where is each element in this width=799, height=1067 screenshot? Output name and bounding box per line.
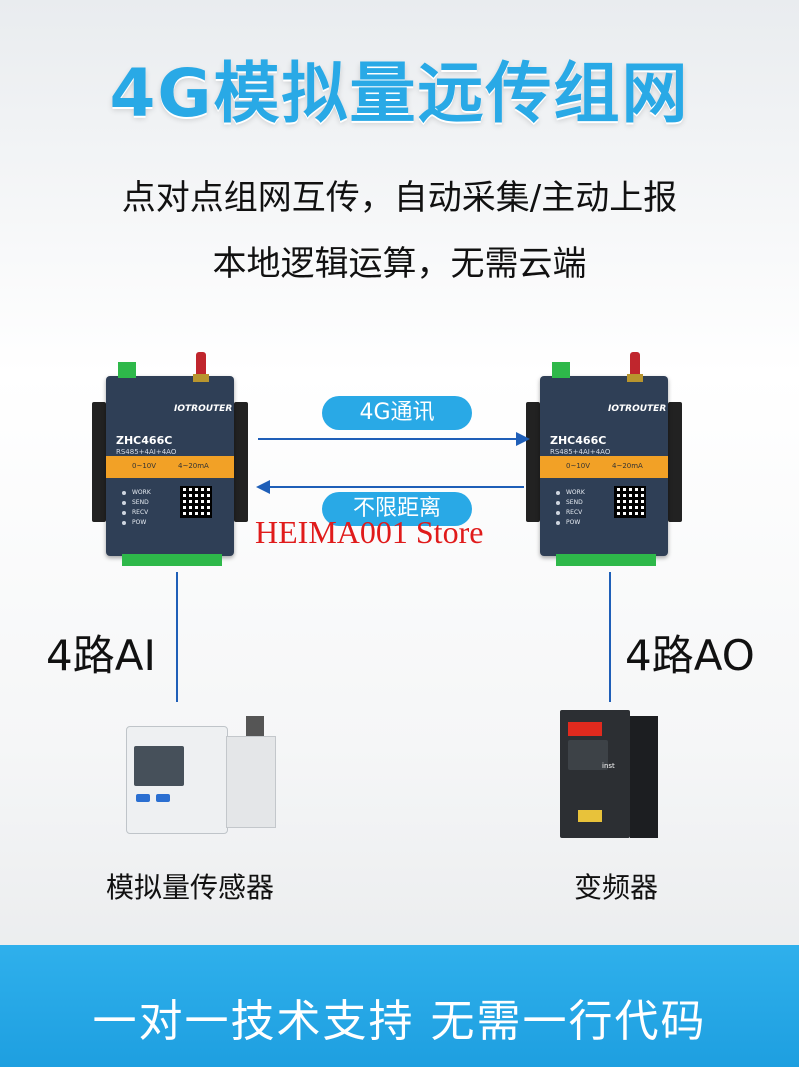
device-model: ZHC466C bbox=[550, 434, 607, 447]
led-list: WORK SEND RECV POW bbox=[122, 488, 151, 528]
arrow-right-icon bbox=[516, 432, 530, 446]
antenna-icon bbox=[630, 352, 640, 380]
inverter-image: inst bbox=[560, 710, 660, 840]
antenna-base bbox=[627, 374, 643, 382]
inverter-display bbox=[568, 722, 602, 736]
led-icon bbox=[122, 490, 126, 495]
led-list: WORK SEND RECV POW bbox=[556, 488, 585, 528]
sensor-button bbox=[136, 794, 150, 802]
led-icon bbox=[122, 510, 126, 515]
led-label: POW bbox=[566, 519, 581, 526]
terminal-block bbox=[122, 554, 222, 566]
analog-sensor-image bbox=[126, 716, 276, 836]
inverter-side bbox=[630, 716, 658, 838]
device-logo: IOTROUTER bbox=[174, 404, 233, 414]
led-row: RECV bbox=[122, 508, 151, 518]
range-label: 4~20mA bbox=[612, 462, 643, 470]
qr-code-icon bbox=[180, 486, 212, 518]
antenna-base bbox=[193, 374, 209, 382]
mount-ear bbox=[92, 402, 106, 522]
gateway-device-left: IOTROUTER ZHC466C RS485+4AI+4AO 0~10V 4~… bbox=[92, 352, 248, 566]
inverter-keypad bbox=[568, 740, 608, 770]
led-row: SEND bbox=[122, 498, 151, 508]
port-label-ai: 4路AI bbox=[46, 631, 156, 680]
antenna-icon bbox=[196, 352, 206, 380]
range-label: 0~10V bbox=[132, 462, 157, 470]
sensor-display bbox=[134, 746, 184, 786]
device-band bbox=[540, 456, 668, 478]
led-icon bbox=[556, 500, 560, 505]
led-icon bbox=[122, 500, 126, 505]
link-label-distance: 不限距离 bbox=[322, 492, 472, 526]
footer-banner: 一对一技术支持 无需一行代码 bbox=[0, 945, 799, 1067]
sensor-button bbox=[156, 794, 170, 802]
warning-label bbox=[578, 810, 602, 822]
connection-line bbox=[176, 572, 178, 702]
sensor-fitting bbox=[246, 716, 264, 740]
terminal-block bbox=[118, 362, 136, 378]
led-row: WORK bbox=[556, 488, 585, 498]
sensor-name: 模拟量传感器 bbox=[106, 871, 275, 904]
led-row: POW bbox=[556, 518, 585, 528]
device-logo: IOTROUTER bbox=[608, 404, 667, 414]
led-icon bbox=[122, 520, 126, 525]
range-label: 0~10V bbox=[566, 462, 591, 470]
led-label: SEND bbox=[132, 499, 149, 506]
page-title: 4G模拟量远传组网 bbox=[109, 55, 690, 132]
store-watermark: HEIMA001 Store bbox=[255, 514, 484, 550]
led-label: WORK bbox=[132, 489, 151, 496]
mount-ear bbox=[526, 402, 540, 522]
device-spec: RS485+4AI+4AO bbox=[116, 448, 177, 456]
gateway-device-right: IOTROUTER ZHC466C RS485+4AI+4AO 0~10V 4~… bbox=[526, 352, 682, 566]
connection-line bbox=[609, 572, 611, 702]
arrow-left-icon bbox=[256, 480, 270, 494]
led-label: WORK bbox=[566, 489, 585, 496]
led-row: WORK bbox=[122, 488, 151, 498]
sensor-side bbox=[226, 736, 276, 828]
port-label-ao: 4路AO bbox=[625, 631, 755, 680]
led-icon bbox=[556, 520, 560, 525]
mount-ear bbox=[234, 402, 248, 522]
led-icon bbox=[556, 490, 560, 495]
device-model: ZHC466C bbox=[116, 434, 173, 447]
range-label: 4~20mA bbox=[178, 462, 209, 470]
link-arrow-line bbox=[258, 438, 520, 440]
led-icon bbox=[556, 510, 560, 515]
led-label: RECV bbox=[566, 509, 583, 516]
mount-ear bbox=[668, 402, 682, 522]
device-spec: RS485+4AI+4AO bbox=[550, 448, 611, 456]
led-row: SEND bbox=[556, 498, 585, 508]
led-label: SEND bbox=[566, 499, 583, 506]
led-row: RECV bbox=[556, 508, 585, 518]
subtitle-line-2: 本地逻辑运算，无需云端 bbox=[212, 244, 587, 284]
link-arrow-line bbox=[262, 486, 524, 488]
device-band bbox=[106, 456, 234, 478]
led-row: POW bbox=[122, 518, 151, 528]
qr-code-icon bbox=[614, 486, 646, 518]
terminal-block bbox=[556, 554, 656, 566]
inverter-name: 变频器 bbox=[574, 871, 659, 904]
terminal-block bbox=[552, 362, 570, 378]
link-label-4g: 4G通讯 bbox=[322, 396, 472, 430]
subtitle-line-1: 点对点组网互传，自动采集/主动上报 bbox=[121, 178, 678, 218]
led-label: POW bbox=[132, 519, 147, 526]
inverter-brand: inst bbox=[602, 762, 615, 770]
footer-text: 一对一技术支持 无需一行代码 bbox=[92, 996, 707, 1047]
led-label: RECV bbox=[132, 509, 149, 516]
